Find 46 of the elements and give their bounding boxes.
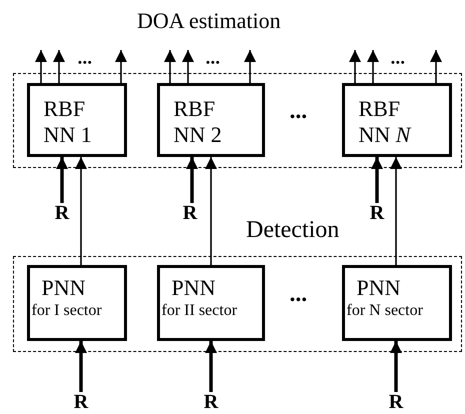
- arrow: [75, 341, 87, 392]
- signal-label: R: [367, 203, 387, 225]
- block-title: PNN: [42, 276, 87, 300]
- network-block: [156, 82, 264, 156]
- arrow: [244, 50, 256, 83]
- block-title: PNN: [356, 276, 402, 300]
- network-block: [156, 264, 264, 340]
- network-block: [26, 264, 126, 340]
- arrow: [53, 50, 65, 83]
- group-heading: DOA estimation: [137, 8, 281, 34]
- signal-label: R: [71, 392, 91, 414]
- signal-label: R: [180, 203, 200, 225]
- arrow: [182, 50, 194, 83]
- block-subtitle: for N sector: [346, 300, 424, 320]
- arrow: [430, 50, 442, 83]
- arrow: [164, 50, 176, 83]
- arrow: [186, 157, 198, 203]
- arrow: [371, 157, 383, 203]
- arrow: [56, 157, 68, 203]
- block-subtitle: for II sector: [162, 300, 238, 320]
- signal-label: R: [52, 203, 72, 225]
- network-block: [26, 82, 126, 156]
- ellipsis-dots: •••: [290, 295, 308, 307]
- arrow: [205, 157, 217, 265]
- signal-label: R: [386, 392, 406, 414]
- ellipsis-dots: •••: [290, 112, 308, 124]
- ellipsis-dots: •••: [391, 57, 406, 69]
- group-heading: Detection: [246, 217, 340, 244]
- block-title: RBF NN 2: [174, 96, 223, 148]
- arrow: [35, 50, 47, 83]
- ellipsis-dots: •••: [206, 57, 221, 69]
- ellipsis-dots: •••: [78, 57, 93, 69]
- block-subtitle: for I sector: [32, 300, 103, 320]
- arrow: [115, 50, 127, 83]
- network-block: [342, 82, 452, 156]
- arrow: [75, 157, 87, 265]
- arrow: [390, 341, 402, 392]
- arrow: [367, 50, 379, 83]
- block-title: PNN: [172, 276, 217, 300]
- network-block: [342, 264, 452, 340]
- block-title: RBF NN 1: [44, 96, 93, 148]
- arrow: [390, 157, 402, 265]
- arrow: [205, 341, 217, 392]
- signal-label: R: [201, 392, 221, 414]
- block-title: RBF NN N: [358, 96, 412, 148]
- arrow: [349, 50, 361, 83]
